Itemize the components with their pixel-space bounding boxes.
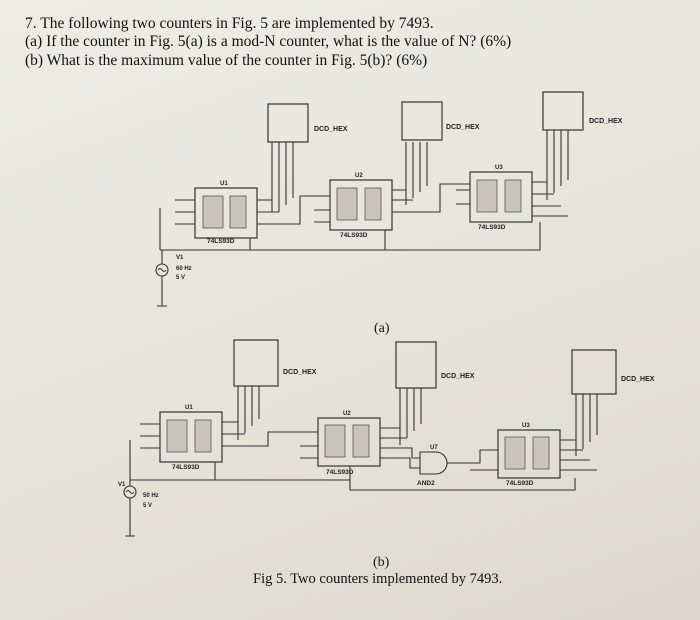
source-b-leads (125, 480, 135, 537)
decoder-a-1 (267, 103, 309, 143)
counter-a-u1-wires (175, 195, 330, 225)
decoder-a-1-label: DCD_HEX (314, 126, 348, 133)
decoder-b-1 (233, 339, 279, 387)
source-a-name: V1 (176, 255, 184, 261)
counter-b-u1-chip2 (194, 419, 212, 453)
counter-a-u3-wires (456, 181, 568, 217)
counter-b-u1-wires (140, 421, 318, 449)
source-a-wave-icon (157, 267, 167, 273)
decoder-b-3-label: DCD_HEX (621, 376, 655, 383)
decoder-b-2-label: DCD_HEX (441, 373, 475, 380)
source-a-volt: 5 V (176, 275, 185, 281)
source-b-volt: 5 V (143, 503, 152, 509)
counter-b-u2-chip (324, 424, 346, 458)
source-a-freq: 60 Hz (176, 266, 192, 272)
counter-b-u3-wires (447, 439, 597, 471)
counter-b-u1-chip (166, 419, 188, 453)
counter-b-u3-chip2 (532, 436, 550, 470)
counter-b-u1-name: U1 (185, 405, 193, 411)
decoder-a-1-wires (271, 142, 294, 212)
counter-a-u2 (329, 179, 393, 231)
counter-a-u1-chip2 (229, 195, 247, 229)
figure-b: DCD_HEX DCD_HEX DCD_HEX U1 74LS93D U2 74… (118, 339, 655, 570)
counter-a-u1 (194, 187, 258, 239)
decoder-a-3-label: DCD_HEX (589, 118, 623, 125)
figure-caption: Fig 5. Two counters implemented by 7493. (253, 571, 502, 587)
and-gate-name: U7 (430, 445, 438, 451)
counter-a-u2-chip (336, 187, 358, 221)
counter-b-u1 (159, 411, 223, 463)
decoder-a-3 (542, 91, 584, 131)
source-b-freq: 50 Hz (143, 493, 159, 499)
decoder-a-3-wires (546, 130, 569, 200)
decoder-b-2 (395, 341, 437, 389)
decoder-b-1-label: DCD_HEX (283, 369, 317, 376)
counter-b-u2 (317, 417, 381, 467)
reset-bus-b (129, 440, 576, 491)
and-gate-type: AND2 (417, 480, 435, 487)
figure-b-subcaption: (b) (373, 555, 390, 570)
counter-a-u2-chip2 (364, 187, 382, 221)
and-gate-symbol (419, 451, 448, 475)
figure-a: DCD_HEX DCD_HEX DCD_HEX U1 74LS93D U2 74… (155, 91, 623, 336)
counter-b-u1-part: 74LS93D (172, 464, 200, 471)
counter-b-u2-chip2 (352, 424, 370, 458)
counter-a-u2-wires (314, 183, 470, 223)
counter-b-u3-chip (504, 436, 526, 470)
decoder-a-2-wires (405, 142, 428, 205)
counter-a-u3-part: 74LS93D (478, 224, 506, 231)
source-b-name: V1 (118, 482, 126, 488)
counter-a-u3-chip (476, 179, 498, 213)
counter-a-u1-part: 74LS93D (207, 238, 235, 245)
source-b-wave-icon (125, 489, 135, 495)
counter-b-u2-part: 74LS93D (326, 469, 354, 476)
counter-b-u3-part: 74LS93D (506, 480, 534, 487)
counter-a-u2-part: 74LS93D (340, 232, 368, 239)
decoder-a-2-label: DCD_HEX (446, 124, 480, 131)
decoder-b-3-wires (575, 394, 598, 456)
question-title: 7. The following two counters in Fig. 5 … (25, 15, 434, 32)
question-part-b: (b) What is the maximum value of the cou… (25, 52, 428, 69)
figure-a-subcaption: (a) (374, 321, 390, 336)
decoder-b-1-wires (237, 386, 260, 440)
source-a-leads (157, 250, 167, 307)
decoder-b-2-wires (399, 388, 422, 445)
counter-b-u3-name: U3 (522, 423, 530, 429)
counter-b-u3 (497, 429, 561, 479)
decoder-a-2 (401, 101, 443, 141)
counter-a-u3-name: U3 (495, 165, 503, 171)
counter-a-u2-name: U2 (355, 173, 363, 179)
counter-a-u1-name: U1 (220, 181, 228, 187)
counter-b-u2-wires (300, 427, 420, 469)
counter-a-u1-chip (202, 195, 224, 229)
decoder-b-3 (571, 349, 617, 395)
counter-b-u2-name: U2 (343, 411, 351, 417)
question-part-a: (a) If the counter in Fig. 5(a) is a mod… (25, 33, 512, 50)
counter-a-u3-chip2 (504, 179, 522, 213)
reset-bus-a (159, 208, 541, 251)
counter-a-u3 (469, 171, 533, 223)
